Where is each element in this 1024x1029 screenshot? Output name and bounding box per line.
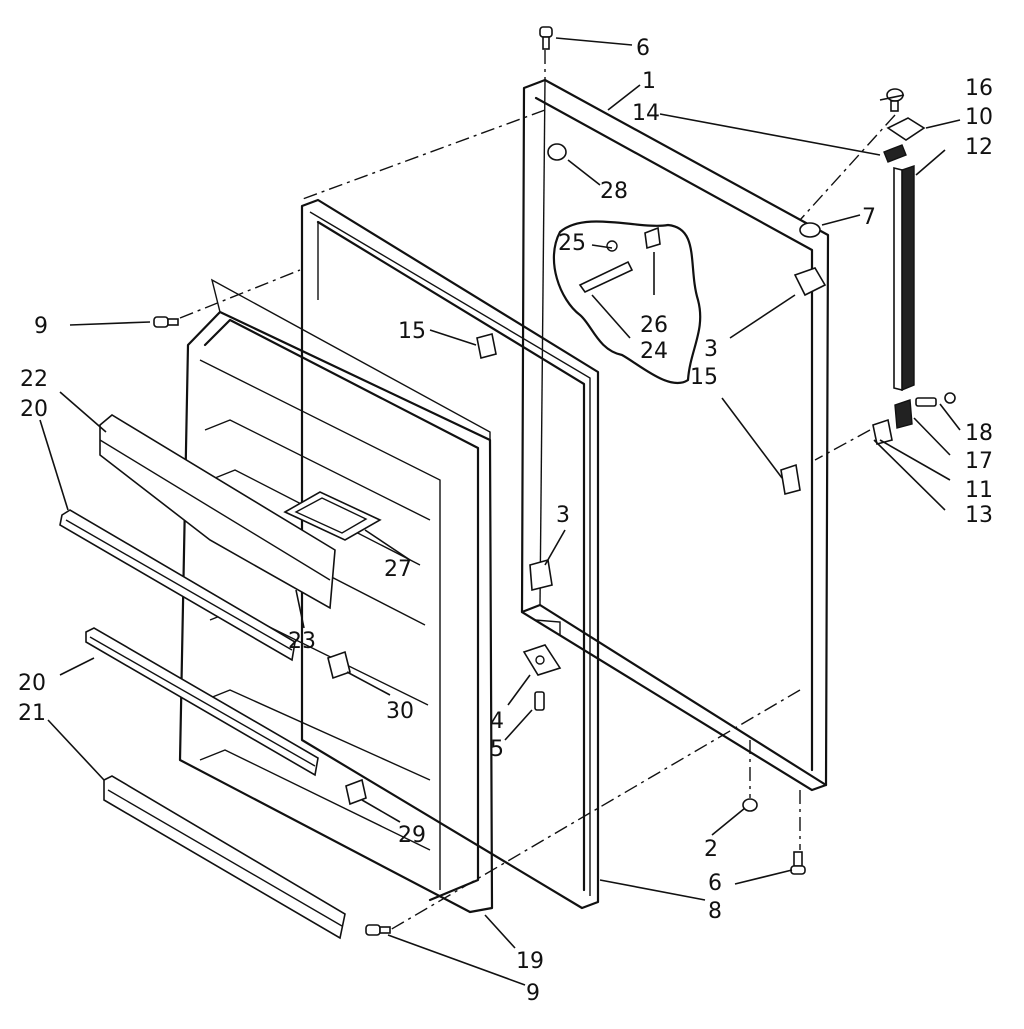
callout-25: 25: [558, 231, 586, 256]
callout-22: 22: [20, 367, 48, 392]
leader-lines: [39, 37, 961, 986]
part-screw-6-top: [539, 26, 553, 50]
callout-18: 18: [965, 421, 993, 446]
part-18-nut: [944, 392, 956, 404]
detail-cutout: [552, 220, 702, 385]
part-4-bracket: [522, 644, 562, 676]
callout-7: 7: [862, 205, 876, 230]
callout-2: 2: [704, 837, 718, 862]
callout-14: 14: [632, 101, 660, 126]
callout-10: 10: [965, 105, 993, 130]
part-2-plug: [742, 798, 758, 812]
part-30-clip: [327, 650, 351, 680]
callout-3-lower: 3: [556, 503, 570, 528]
door-liner: [178, 278, 494, 914]
callout-21: 21: [18, 701, 46, 726]
callout-9-left: 9: [34, 314, 48, 339]
part-15-clip-right: [780, 463, 801, 495]
callout-11: 11: [965, 478, 993, 503]
callout-19: 19: [516, 949, 544, 974]
shelf-bar-20-upper: [59, 509, 296, 662]
callout-17: 17: [965, 449, 993, 474]
callout-8: 8: [708, 899, 722, 924]
part-15-clip-left: [476, 333, 497, 359]
part-7-cap: [799, 222, 821, 238]
callout-26: 26: [640, 313, 668, 338]
callout-6-bottom: 6: [708, 871, 722, 896]
callout-13: 13: [965, 503, 993, 528]
part-11-clip: [894, 399, 913, 429]
part-16-screw: [886, 88, 904, 112]
callout-16: 16: [965, 76, 993, 101]
door-outer-panel: [520, 78, 830, 792]
callout-3-upper: 3: [704, 337, 718, 362]
assembly-center-lines: [179, 50, 896, 931]
callout-1: 1: [642, 69, 656, 94]
callout-4: 4: [490, 709, 504, 734]
shelf-rail-21: [103, 775, 346, 940]
callout-15-right: 15: [690, 365, 718, 390]
callout-20-lower: 20: [18, 671, 46, 696]
part-10-cap: [886, 117, 926, 141]
part-5-screw: [534, 691, 545, 711]
callout-28: 28: [600, 179, 628, 204]
callout-30: 30: [386, 699, 414, 724]
part-3-hinge-lower: [529, 558, 553, 592]
callout-24: 24: [640, 339, 668, 364]
callout-labels: 1 6 14 28 16 10 12 7 25 26 24 3 15 15 18…: [18, 36, 993, 1006]
part-3-hinge-upper: [793, 267, 827, 297]
part-14-clip: [883, 144, 907, 163]
part-12-handle: [893, 165, 915, 392]
shelf-rail-22: [99, 414, 336, 610]
part-9-screw-left: [153, 316, 179, 328]
part-29-clip: [345, 778, 367, 806]
part-13-clip: [872, 418, 893, 445]
callout-9-bottom: 9: [526, 981, 540, 1006]
callout-27: 27: [384, 557, 412, 582]
door-gasket: [300, 198, 600, 910]
part-screw-6-bottom: [790, 851, 806, 875]
callout-6-top: 6: [636, 36, 650, 61]
part-28-plug: [547, 143, 567, 161]
callout-23: 23: [288, 629, 316, 654]
part-9-screw-bottom: [365, 924, 391, 936]
callout-12: 12: [965, 135, 993, 160]
part-17-screw: [915, 397, 937, 407]
callout-20-upper: 20: [20, 397, 48, 422]
callout-5: 5: [490, 737, 504, 762]
callout-15-left: 15: [398, 319, 426, 344]
shelf-bar-20-lower: [85, 627, 319, 777]
callout-29: 29: [398, 823, 426, 848]
